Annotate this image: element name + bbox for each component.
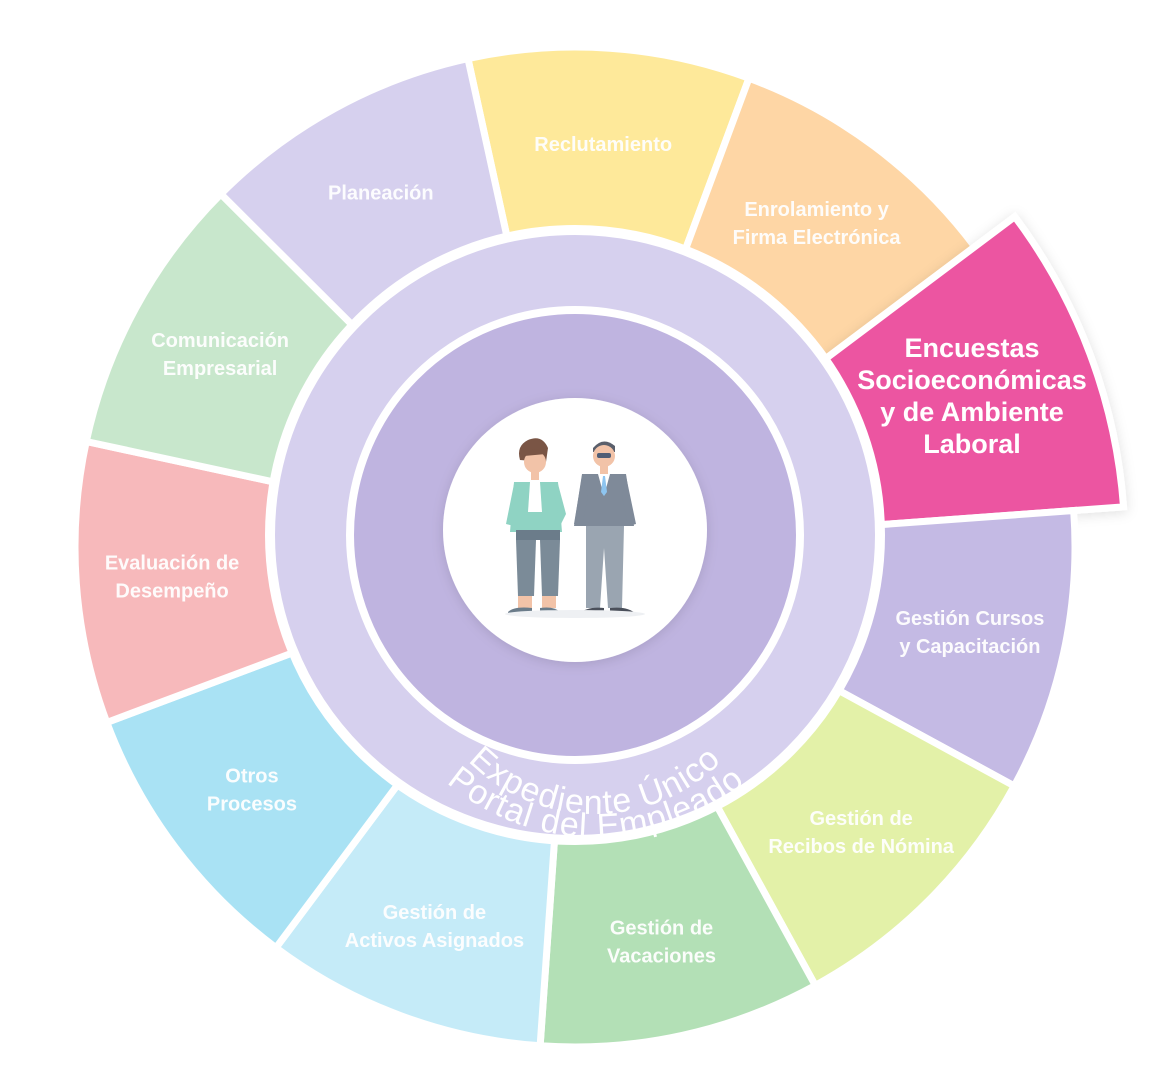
segment-label-line: Procesos — [207, 794, 297, 816]
woman-figure — [506, 438, 566, 614]
segment-label-line: y Capacitación — [899, 636, 1040, 658]
segment-label-line: Laboral — [923, 429, 1021, 459]
segment-label-line: Evaluación de — [105, 552, 240, 574]
segment-label-line: Encuestas — [904, 333, 1039, 363]
segment-label-enrolamiento: Enrolamiento y Firma Electrónica — [733, 199, 902, 249]
segment-label-cursos: Gestión Cursos y Capacitación — [895, 608, 1044, 658]
segment-label-line: Activos Asignados — [345, 930, 524, 952]
segment-label-evaluacion: Evaluación de Desempeño — [105, 552, 240, 602]
segment-label-line: Vacaciones — [607, 946, 716, 968]
segment-label-line: Reclutamiento — [534, 134, 672, 156]
segment-label-recibos: Gestión de Recibos de Nómina — [768, 808, 954, 858]
segment-label-line: Enrolamiento y — [744, 199, 889, 221]
segment-label-line: y de Ambiente — [880, 397, 1064, 427]
segment-label-line: Gestión de — [610, 918, 713, 940]
man-figure — [574, 441, 636, 614]
segment-label-line: Gestión Cursos — [895, 608, 1044, 630]
employees-icon — [505, 438, 645, 618]
segment-label-line: Gestión de — [809, 808, 912, 830]
center-circle — [443, 398, 707, 662]
segment-label-line: Empresarial — [163, 358, 278, 380]
segment-label-line: Firma Electrónica — [733, 227, 902, 249]
segment-label-line: Gestión de — [383, 902, 486, 924]
segment-label-planeacion: Planeación — [328, 183, 434, 205]
segment-label-line: Comunicación — [151, 330, 289, 352]
segment-label-vacaciones: Gestión de Vacaciones — [607, 918, 716, 968]
segment-label-line: Planeación — [328, 183, 434, 205]
segment-label-activos: Gestión de Activos Asignados — [345, 902, 524, 952]
segment-label-line: Desempeño — [115, 580, 228, 602]
segment-label-line: Recibos de Nómina — [768, 836, 954, 858]
segment-label-line: Socioeconómicas — [857, 365, 1087, 395]
segment-label-reclutamiento: Reclutamiento — [534, 134, 672, 156]
segment-label-line: Otros — [225, 766, 278, 788]
